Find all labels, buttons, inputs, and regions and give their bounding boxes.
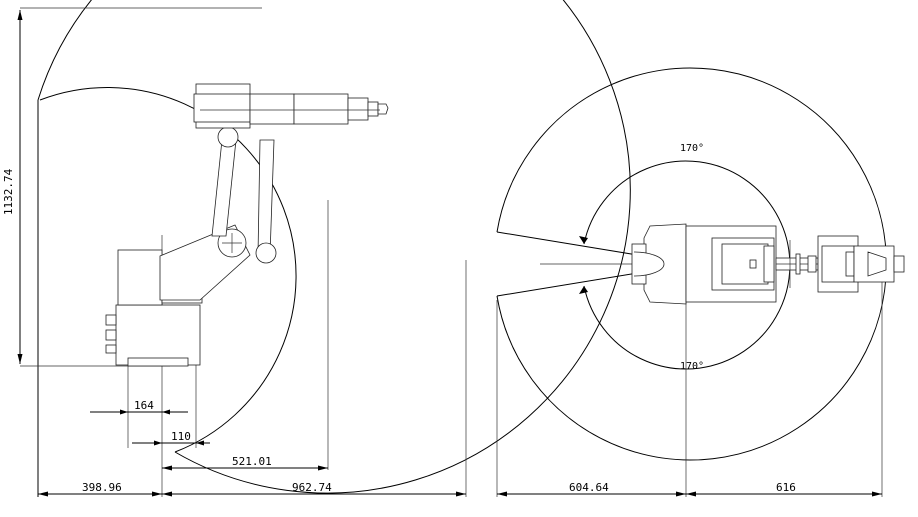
side-forearm: [249, 93, 295, 125]
top-angle-upper-label: 170°: [680, 143, 704, 154]
side-dim-base-offset: 110: [132, 430, 210, 446]
side-upper-link-front: [257, 139, 275, 256]
side-dim-inner-reach: 521.01: [162, 455, 328, 471]
side-dim-base-width-label: 164: [134, 399, 154, 412]
side-dim-rear-reach: 398.96: [38, 481, 162, 497]
side-workspace-inner-arc: [39, 87, 297, 453]
side-tool-flange: [377, 103, 389, 115]
side-dim-front-reach: 962.74: [162, 481, 466, 497]
side-workspace-outer-arc: [37, 0, 631, 494]
top-dim-rear-radius: 604.64: [497, 481, 686, 497]
top-robot-body: [631, 223, 905, 305]
side-view: 1132.74 164 110 521.01 398.96: [2, 0, 631, 497]
top-view: 170° 170°: [496, 67, 905, 497]
side-dim-base-offset-label: 110: [171, 430, 191, 443]
side-robot-body: [105, 83, 389, 367]
top-angle-lower-label: 170°: [680, 361, 704, 372]
side-base-housing: [115, 304, 201, 366]
side-dim-base-width: 164: [90, 399, 188, 415]
top-dim-front-reach-label: 616: [776, 481, 796, 494]
side-dim-front-reach-label: 962.74: [292, 481, 332, 494]
side-dim-height-label: 1132.74: [2, 168, 15, 215]
side-dim-rear-reach-label: 398.96: [82, 481, 122, 494]
side-dim-inner-reach-label: 521.01: [232, 455, 272, 468]
top-base-plate: [643, 223, 687, 305]
top-dim-rear-radius-label: 604.64: [569, 481, 609, 494]
side-dim-height: 1132.74: [2, 10, 23, 364]
side-turret: [117, 249, 163, 306]
side-upper-link-rear: [211, 139, 237, 237]
top-dim-front-reach: 616: [686, 481, 882, 497]
